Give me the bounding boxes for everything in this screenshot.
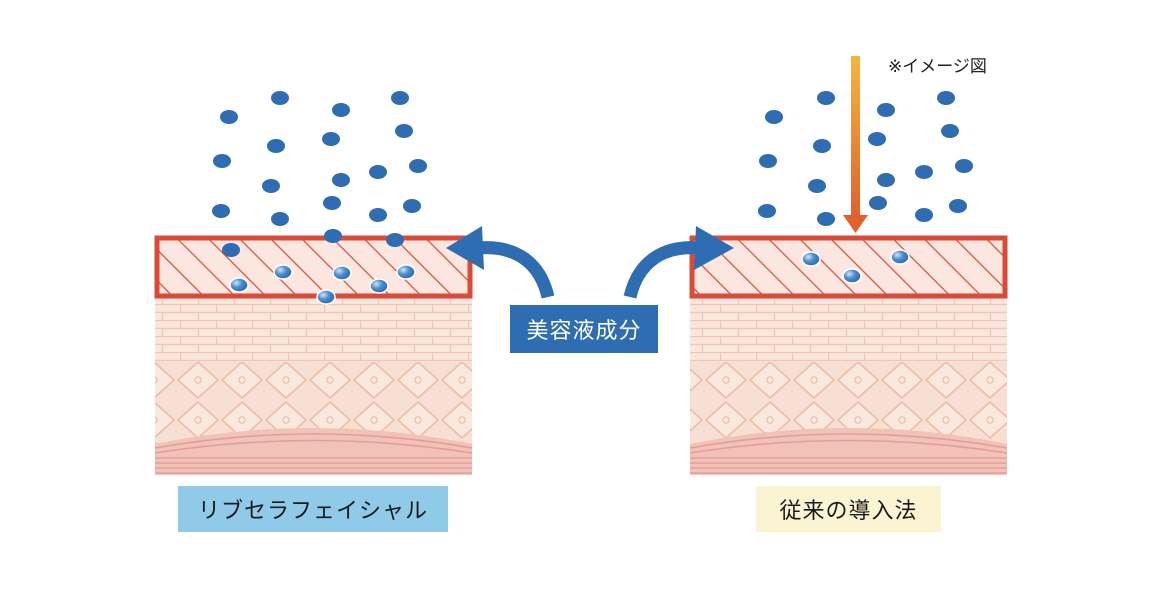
left-curved-arrow (446, 226, 555, 299)
right-skin-block (689, 235, 1008, 475)
image-note: ※イメージ図 (888, 57, 987, 77)
downward-arrow (843, 56, 868, 233)
left-skin-block (154, 235, 473, 475)
right-particles (758, 91, 973, 226)
beauty-serum-label: 美容液成分 (510, 305, 658, 353)
left-absorbed-particles (229, 264, 416, 305)
conventional-method-label: 従来の導入法 (756, 486, 941, 532)
right-absorbed-particles (801, 249, 910, 284)
left-particles (212, 91, 427, 257)
ribcera-facial-label: リブセラフェイシャル (178, 486, 448, 532)
right-curved-arrow (623, 226, 734, 299)
